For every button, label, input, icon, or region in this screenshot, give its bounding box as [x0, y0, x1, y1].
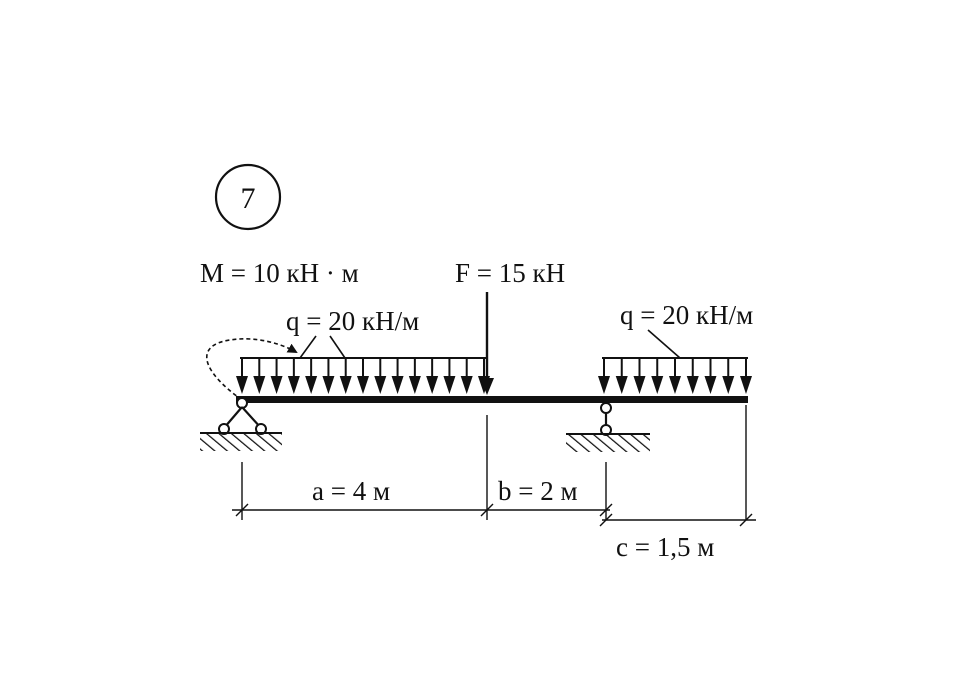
distributed-load-right [598, 357, 752, 394]
load-right-arrow-head [615, 376, 628, 394]
force-arrow [480, 292, 494, 395]
load-right-arrow-head [704, 376, 717, 394]
dimension-lines [232, 503, 756, 527]
load-left-label: q = 20 кН/м [286, 306, 419, 336]
load-right-label: q = 20 кН/м [620, 300, 753, 330]
load-left-arrow-head [374, 376, 387, 394]
load-right-arrow-head [686, 376, 699, 394]
load-right-arrow-head [722, 376, 735, 394]
problem-number-badge: 7 [214, 163, 282, 231]
pinned-support-left [200, 397, 282, 451]
load-left-arrow-head [443, 376, 456, 394]
ground-hatch-left [200, 433, 282, 451]
ground-hatch-right [566, 434, 650, 452]
dimension-c-label: c = 1,5 м [616, 532, 714, 562]
load-right-arrow-head [633, 376, 646, 394]
load-left-arrow-head [236, 376, 248, 394]
load-left-arrow-head [391, 376, 404, 394]
dimension-a-label: a = 4 м [312, 476, 390, 506]
problem-number: 7 [241, 182, 256, 215]
load-left-arrow-head [460, 376, 473, 394]
load-left-arrow-head [357, 376, 369, 394]
load-left-arrow-head [270, 376, 283, 394]
load-left-arrow-head [287, 376, 300, 394]
distributed-load-left [236, 357, 490, 394]
moment-label: M = 10 кН · м [200, 258, 359, 288]
load-left-leader-1 [299, 335, 317, 359]
load-left-arrow-head [305, 376, 318, 394]
beam [236, 396, 748, 403]
load-right-arrow-head [651, 376, 664, 394]
load-left-arrow-head [339, 376, 352, 394]
load-right-arrow-head [598, 376, 610, 394]
load-left-leader-2 [329, 335, 346, 359]
force-label: F = 15 кН [455, 258, 565, 288]
load-left-arrow-head [408, 376, 421, 394]
dimension-b-label: b = 2 м [498, 476, 578, 506]
load-right-arrow-head [669, 376, 681, 394]
load-left-arrow-head [253, 376, 266, 394]
load-right-arrow-head [740, 376, 752, 394]
roller-support-right [566, 402, 650, 452]
moment-arrow [205, 338, 298, 401]
load-left-arrow-head [322, 376, 335, 394]
load-right-leader [647, 329, 681, 359]
load-left-arrow-head [426, 376, 439, 394]
